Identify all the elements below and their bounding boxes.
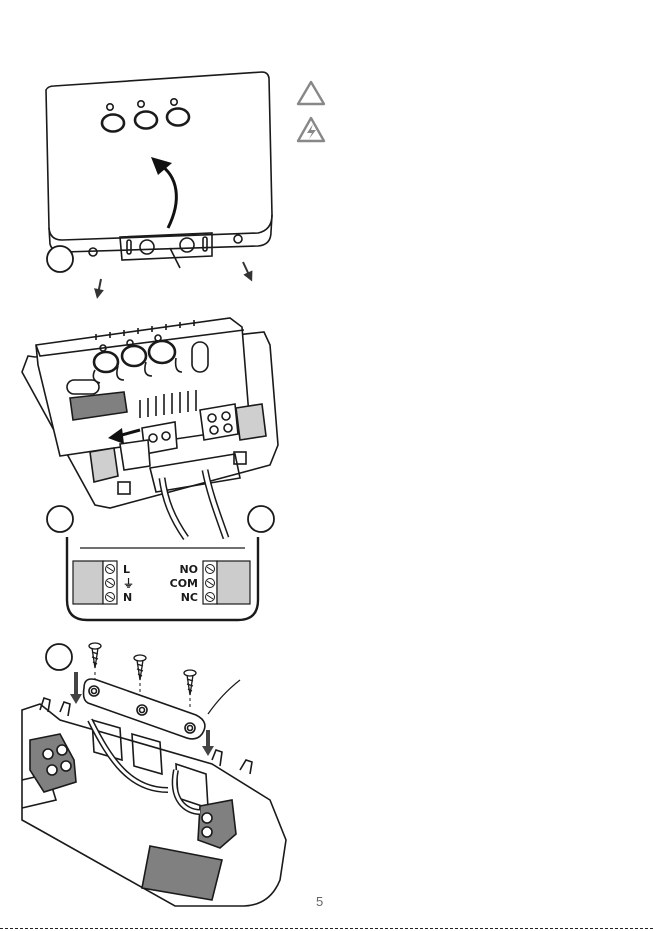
- caution-triangle-icon: [298, 82, 324, 104]
- page-number: 5: [316, 894, 323, 909]
- terminal-label-nc: NC: [181, 591, 198, 604]
- terminal-label-live: L: [123, 563, 130, 576]
- terminal-label-earth: ⏚: [123, 577, 134, 590]
- step-circle: [47, 246, 73, 272]
- electric-shock-warning-icon: [298, 118, 324, 141]
- clamp-bar: [84, 679, 205, 739]
- right-terminal-block: [203, 561, 250, 604]
- terminal-label-com: COM: [170, 577, 198, 590]
- page-bottom-rule: [0, 928, 653, 929]
- step-circle: [47, 506, 73, 532]
- device-open-view: [22, 318, 278, 508]
- terminal-label-neutral: N: [123, 591, 132, 604]
- left-terminal-block: [73, 561, 117, 604]
- step-circle: [46, 644, 72, 670]
- open-base-bottom: [22, 698, 286, 906]
- step-circle: [248, 506, 274, 532]
- terminal-label-no: NO: [179, 563, 198, 576]
